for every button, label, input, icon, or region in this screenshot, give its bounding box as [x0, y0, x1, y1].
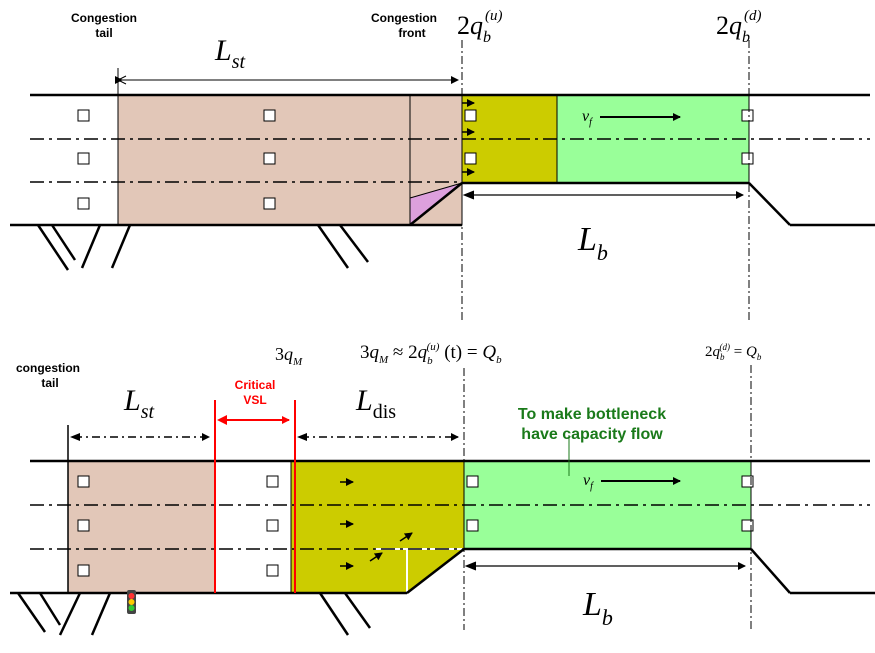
vehicle — [741, 475, 754, 488]
vehicle — [263, 197, 276, 210]
bottom-vf-label: vf — [583, 472, 594, 492]
annotation-label-2: have capacity flow — [521, 426, 663, 443]
vehicle — [263, 109, 276, 122]
vehicle — [466, 475, 479, 488]
bottom-ldis-label: Ldis — [355, 384, 396, 423]
vehicle — [77, 197, 90, 210]
critical-vsl-label-2: VSL — [243, 393, 266, 407]
vehicle — [466, 519, 479, 532]
bottom-flow-arrows — [340, 478, 413, 570]
vehicle — [77, 475, 90, 488]
top-merge-taper — [409, 182, 463, 226]
top-panel: vf Lst Lb Congestion tail Congestion fro… — [10, 8, 875, 320]
top-expansion-taper — [748, 182, 791, 226]
bottom-vsl-region — [215, 461, 295, 593]
traffic-light-icon — [127, 590, 136, 614]
bottom-lst-label: Lst — [123, 384, 154, 423]
top-congestion-tail-label: Congestion — [71, 11, 137, 25]
vehicle — [77, 564, 90, 577]
top-congestion-tail-label-2: tail — [95, 26, 112, 40]
bottom-qm-label: 3qM — [275, 344, 303, 368]
bottom-panel: Critical VSL Lst Ldis vf To make bottlen… — [10, 341, 875, 636]
bottom-congestion-region — [67, 460, 216, 594]
vehicle — [263, 152, 276, 165]
bottom-vehicles — [77, 475, 754, 577]
vehicle — [741, 152, 754, 165]
top-congestion-front-label: Congestion — [371, 11, 437, 25]
bottom-congestion-tail-label: congestion — [16, 361, 80, 375]
bottom-expansion-taper — [750, 548, 791, 594]
bottom-capacity-equation: 3qM ≈ 2qb(u) (t) = Qb — [360, 341, 502, 367]
top-lb-label: Lb — [577, 221, 608, 265]
vehicle — [266, 564, 279, 577]
top-congestion-front-label-2: front — [398, 26, 425, 40]
top-qu-label: 2qb(u) — [457, 8, 503, 46]
vehicle — [464, 109, 477, 122]
vehicle — [77, 152, 90, 165]
top-entry-arrows — [462, 99, 475, 176]
vehicle — [77, 519, 90, 532]
vehicle — [464, 152, 477, 165]
annotation-label: To make bottleneck — [518, 406, 666, 423]
vehicle — [266, 475, 279, 488]
bottom-downstream-equation: 2qb(d) = Qb — [705, 342, 762, 362]
top-qd-label: 2qb(d) — [716, 8, 762, 46]
bottom-transition-region — [290, 460, 465, 594]
top-vehicles — [77, 109, 754, 210]
vehicle — [741, 109, 754, 122]
vehicle — [741, 519, 754, 532]
bottom-merge-taper — [406, 548, 465, 594]
vehicle — [266, 519, 279, 532]
bottom-ramps — [16, 592, 372, 636]
bottom-lb-label: Lb — [582, 586, 613, 630]
bottom-congestion-tail-label-2: tail — [41, 376, 58, 390]
top-lst-label: Lst — [214, 34, 245, 73]
top-ramps — [36, 224, 369, 271]
critical-vsl-label: Critical — [235, 378, 276, 392]
top-vf-label: vf — [582, 108, 593, 128]
vehicle — [77, 109, 90, 122]
